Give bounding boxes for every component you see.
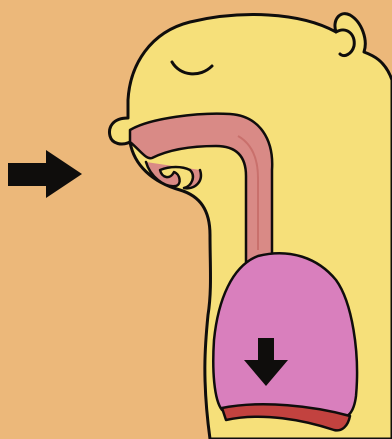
lung xyxy=(213,253,357,418)
